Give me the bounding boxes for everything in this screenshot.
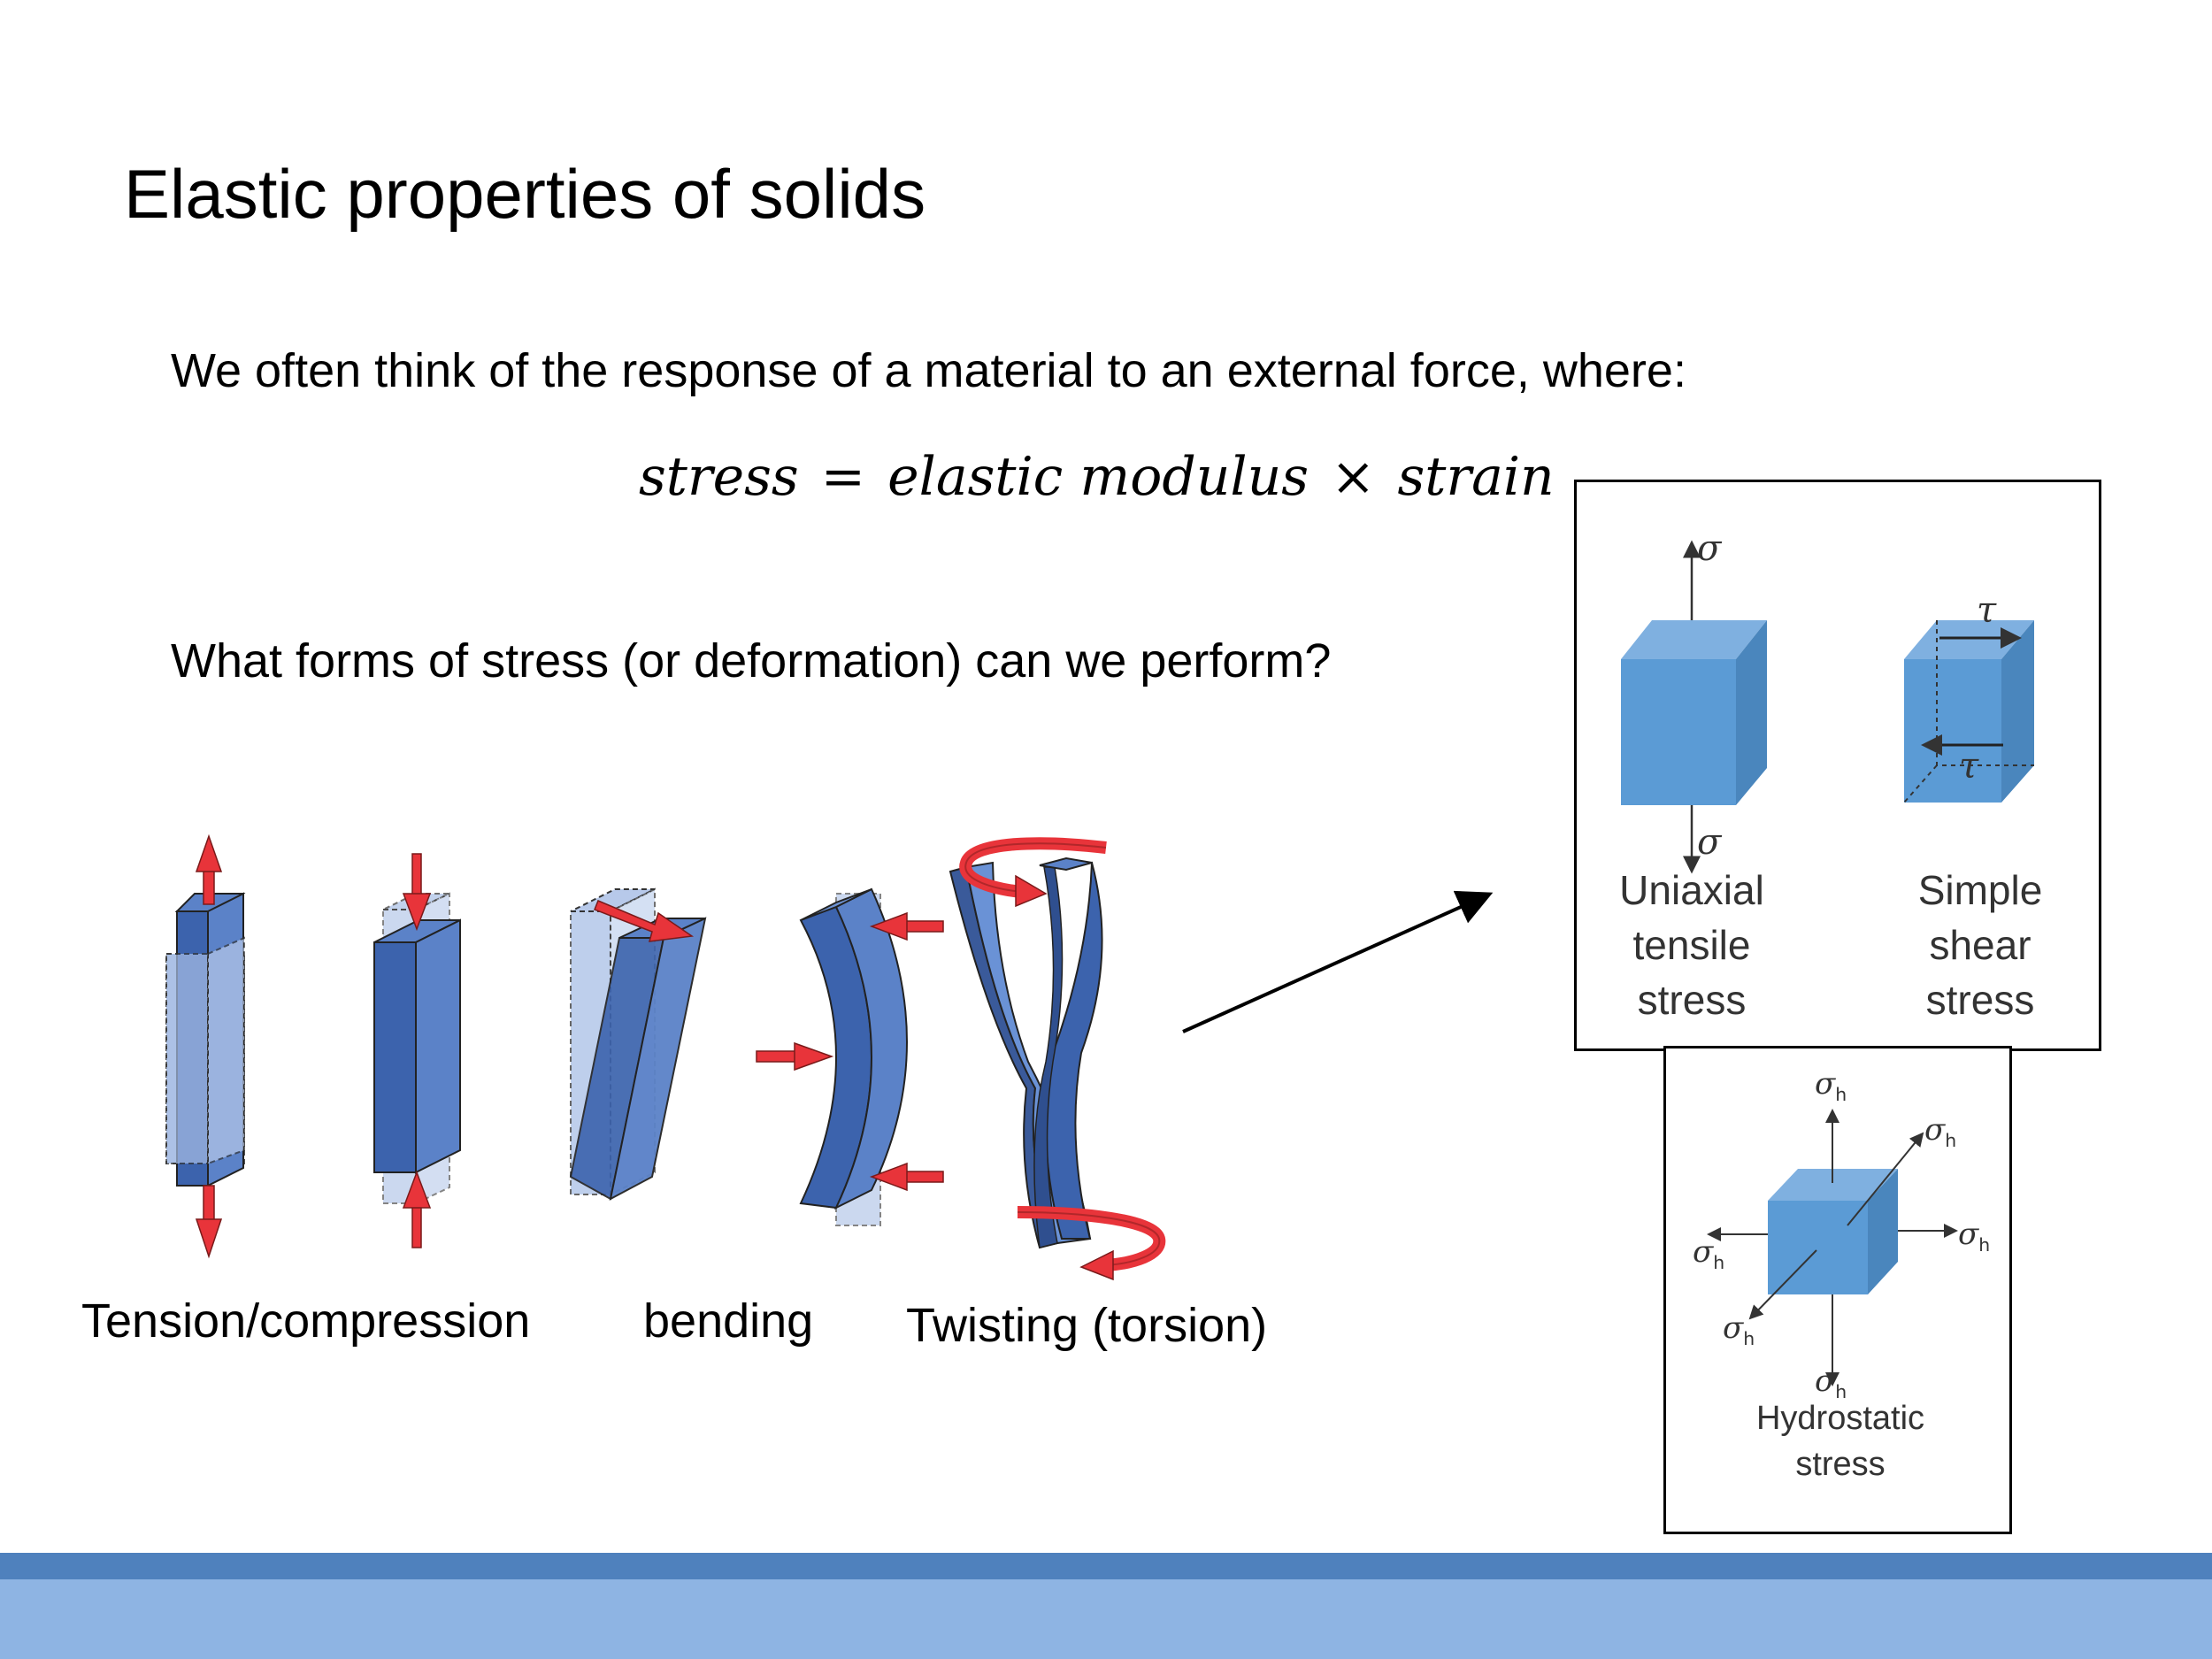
uniaxial-label: Uniaxial tensile stress <box>1619 867 1764 1023</box>
hydrostatic-cube <box>1707 1109 1958 1386</box>
shear-arrow <box>594 900 695 942</box>
footer-band-dark <box>0 1553 2212 1579</box>
uniaxial-cube <box>1621 540 1767 874</box>
compression-arrow-down <box>402 853 432 932</box>
bending-arrow-middle <box>756 1041 834 1071</box>
uniaxial-shear-diagram <box>1621 540 2034 874</box>
sigma-h-bottom-left: σh <box>1723 1310 1755 1349</box>
pointer-arrow <box>1182 890 1494 1033</box>
equation-strain: strain <box>1397 446 1555 508</box>
uniaxial-shear-panel: σ σ τ τ Uniaxial tensile stress Simple s… <box>1574 480 2101 1051</box>
equation-modulus: elastic modulus <box>887 446 1310 508</box>
torsion-arrow-top <box>959 837 1107 908</box>
hydrostatic-panel: σh σh σh σh σh σh Hydrostatic stress <box>1663 1046 2012 1534</box>
label-bending: bending <box>643 1294 814 1348</box>
label-torsion: Twisting (torsion) <box>906 1299 1268 1352</box>
compression-beam-illustration <box>373 853 461 1248</box>
tension-arrow-down <box>195 1185 223 1259</box>
label-tension-compression: Tension/compression <box>81 1294 531 1348</box>
footer-band-light <box>0 1579 2212 1659</box>
shear-label: Simple shear stress <box>1917 867 2043 1023</box>
hydrostatic-label: Hydrostatic stress <box>1755 1400 1925 1483</box>
intro-text: We often think of the response of a mate… <box>171 344 1686 397</box>
question-text: What forms of stress (or deformation) ca… <box>171 634 1332 687</box>
bending-beam-illustration <box>756 887 944 1226</box>
bending-arrow-top <box>869 911 944 941</box>
equation-equals: = <box>820 446 866 508</box>
sigma-top-symbol: σ <box>1697 528 1722 569</box>
tension-beam-illustration <box>165 833 246 1259</box>
torsion-arrow-bottom <box>1017 1206 1166 1281</box>
compression-arrow-up <box>402 1170 432 1248</box>
torsion-beam-illustration <box>949 837 1166 1281</box>
equation-times: × <box>1331 446 1376 508</box>
equation-stress: stress <box>639 446 799 508</box>
tau-top-symbol: τ <box>1977 590 1997 631</box>
tau-bottom-symbol: τ <box>1959 746 1979 787</box>
shear-beam-illustration <box>569 887 707 1201</box>
tension-arrow-up <box>195 833 223 905</box>
shear-cube <box>1903 620 2034 803</box>
stress-equation: stress = elastic modulus × strain <box>639 446 1555 508</box>
sigma-bottom-symbol: σ <box>1697 822 1722 863</box>
slide-title: Elastic properties of solids <box>124 155 926 233</box>
sigma-h-right: σh <box>1958 1217 1991 1256</box>
sigma-h-left: σh <box>1693 1234 1725 1273</box>
sigma-h-top: σh <box>1815 1066 1847 1105</box>
hydrostatic-diagram <box>1707 1109 1958 1386</box>
bending-arrow-bottom <box>869 1162 944 1192</box>
sigma-h-bottom: σh <box>1815 1363 1847 1402</box>
sigma-h-top-right: σh <box>1924 1112 1957 1151</box>
